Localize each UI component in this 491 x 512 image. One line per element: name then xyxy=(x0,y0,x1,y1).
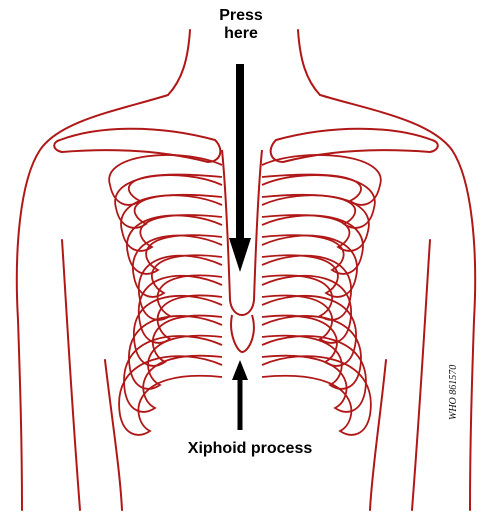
rib-right xyxy=(262,195,369,251)
rib-left xyxy=(124,336,222,412)
rib-right xyxy=(262,336,366,412)
xiphoid-process-label: Xiphoid process xyxy=(150,440,350,458)
press-arrow-shaft xyxy=(236,64,244,252)
xiphoid-pointer-arrow xyxy=(232,360,248,430)
clavicles xyxy=(54,129,438,162)
rib-right xyxy=(262,356,371,435)
credit-text: WHO 861570 xyxy=(448,340,460,420)
ribs-left xyxy=(109,155,222,435)
rib-left xyxy=(139,276,222,343)
press-label-line1: Press xyxy=(196,7,286,25)
ribs-right xyxy=(262,155,381,435)
xiphoid-pointer-shaft xyxy=(238,375,243,430)
press-arrow-head xyxy=(229,238,251,272)
press-here-label: Press here xyxy=(196,7,286,44)
torso-outline xyxy=(17,30,475,510)
press-label-line2: here xyxy=(196,25,286,43)
xiphoid-process-shape xyxy=(231,315,254,352)
rib-left xyxy=(127,215,222,273)
rib-right xyxy=(262,276,351,343)
rib-right xyxy=(262,215,363,273)
rib-left xyxy=(119,356,222,435)
xiphoid-pointer-head xyxy=(232,360,248,380)
rib-right xyxy=(262,236,357,297)
press-arrow xyxy=(229,64,251,272)
